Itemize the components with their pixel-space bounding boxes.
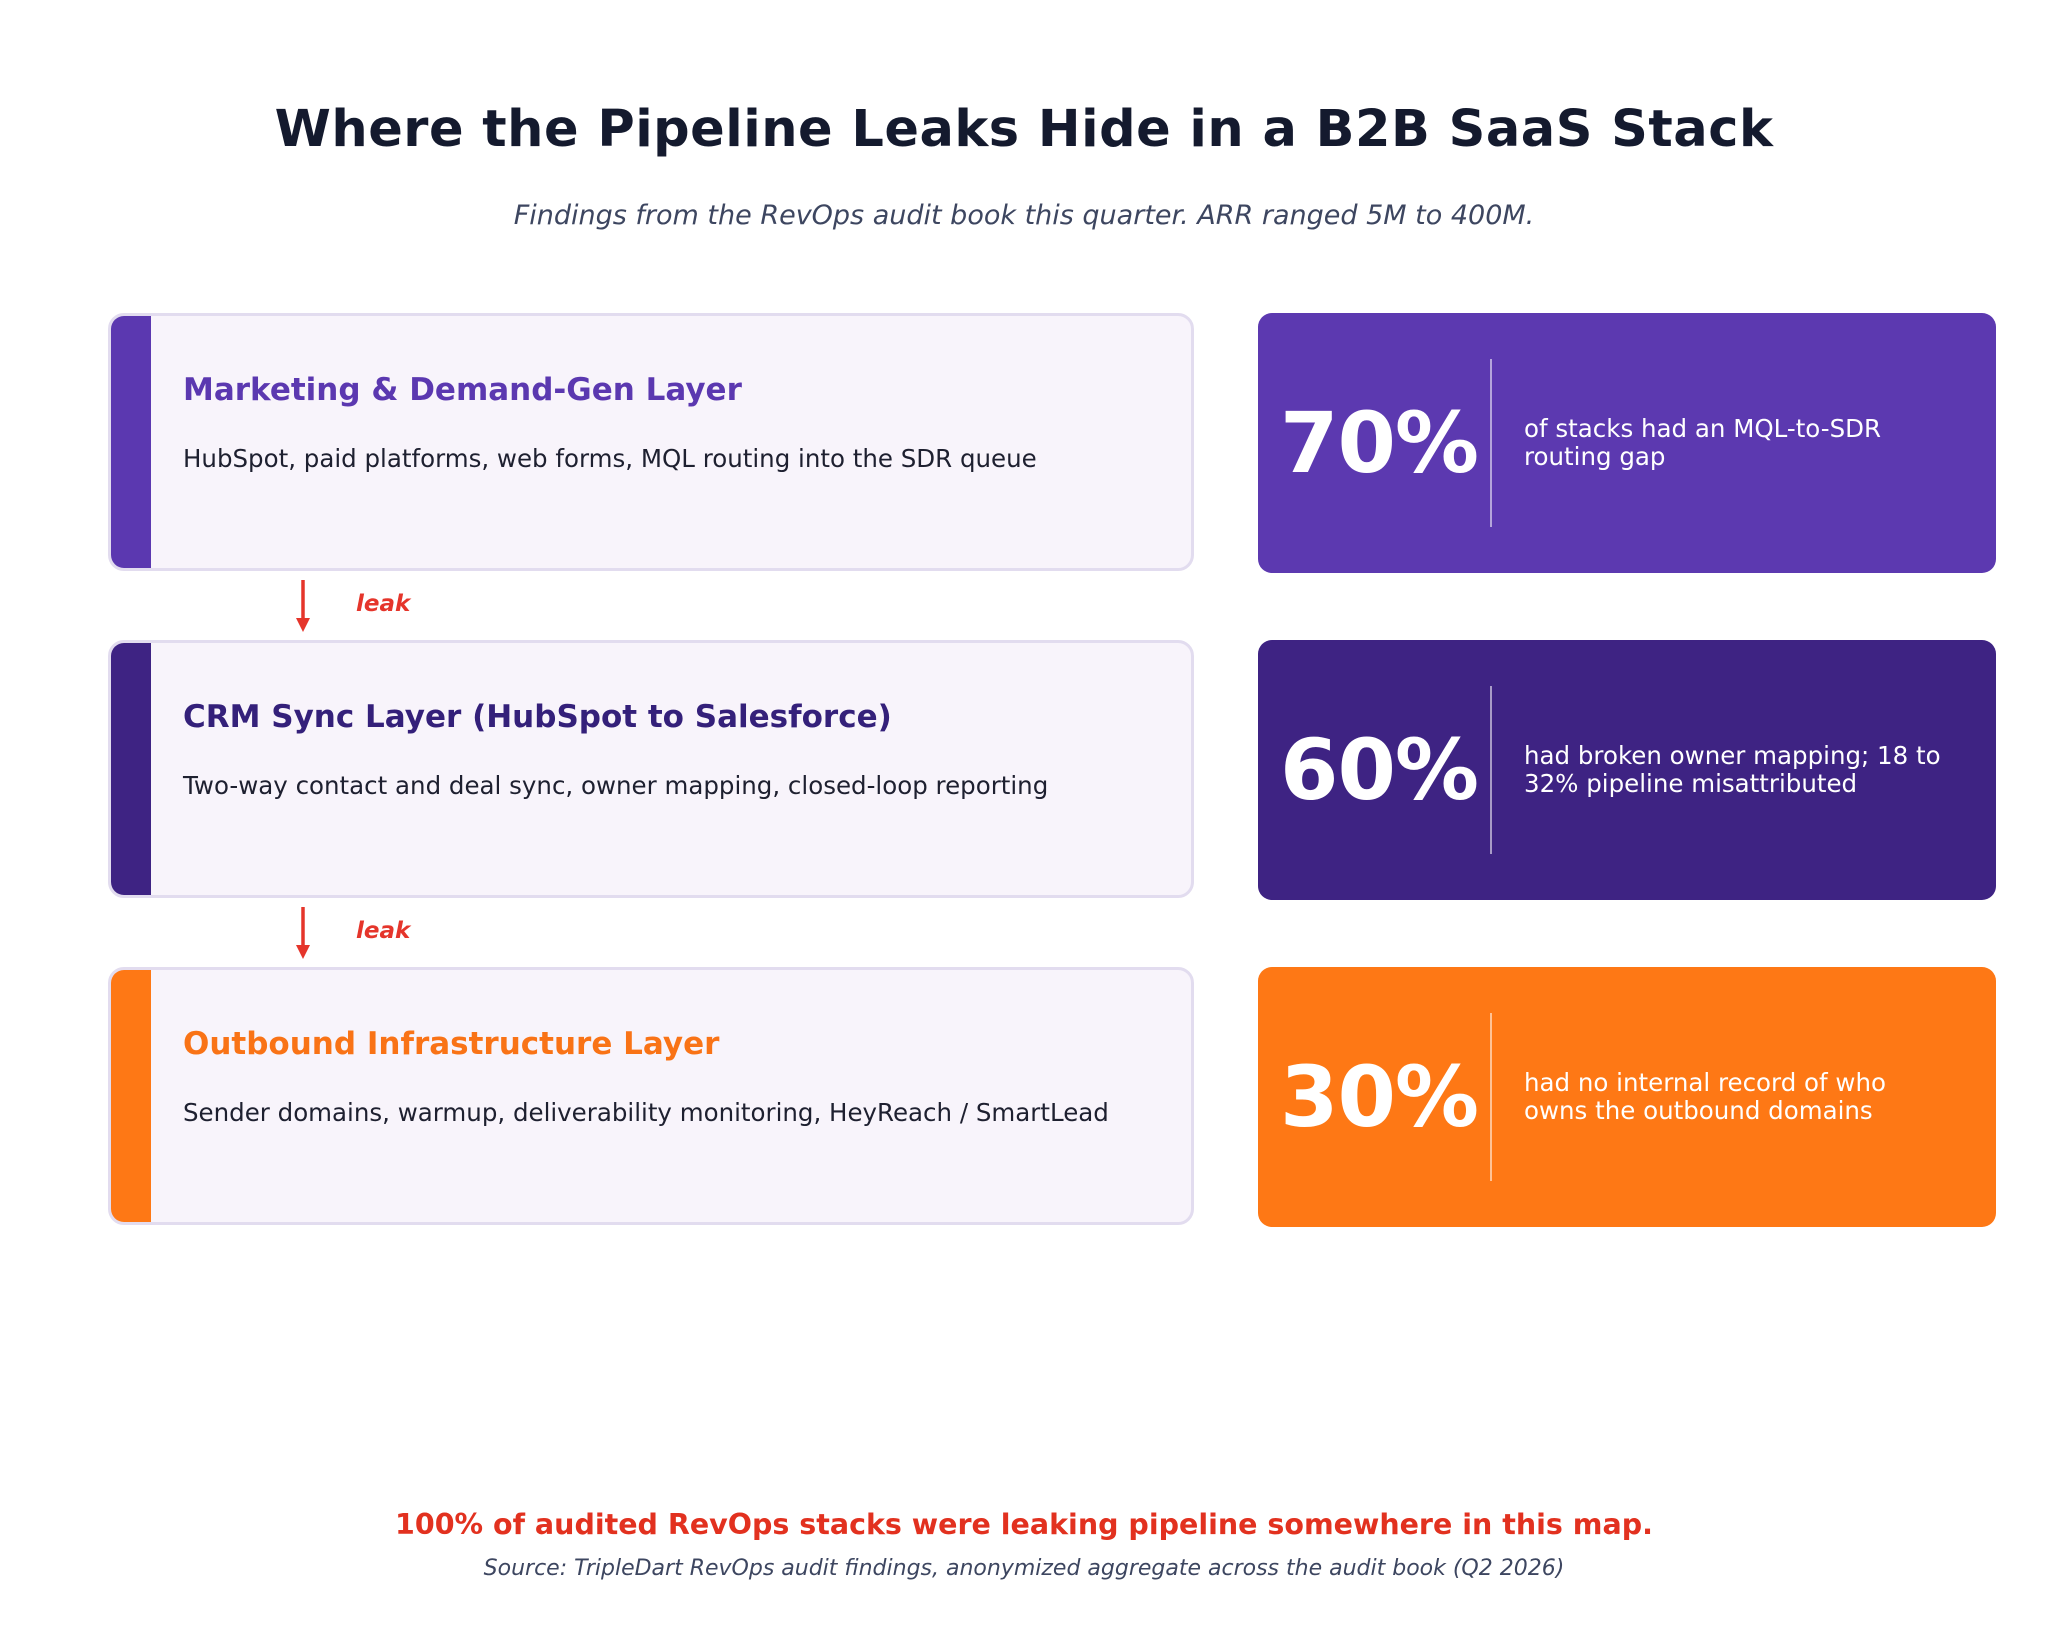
layer-description: Sender domains, warmup, deliverability m… xyxy=(183,1098,1109,1127)
stat-value: 60% xyxy=(1280,721,1479,819)
stat-value: 70% xyxy=(1280,394,1479,492)
stat-card-outbound: 30% had no internal record of who owns t… xyxy=(1258,967,1996,1227)
stat-card-marketing: 70% of stacks had an MQL-to-SDR routing … xyxy=(1258,313,1996,573)
stat-divider xyxy=(1490,1013,1492,1181)
leak-label: leak xyxy=(356,591,411,617)
leak-label: leak xyxy=(356,918,411,944)
layer-description: Two-way contact and deal sync, owner map… xyxy=(183,771,1049,800)
layer-description: HubSpot, paid platforms, web forms, MQL … xyxy=(183,444,1037,473)
page-subtitle: Findings from the RevOps audit book this… xyxy=(513,200,1535,231)
layer-title: Outbound Infrastructure Layer xyxy=(183,1026,720,1062)
stat-text: had broken owner mapping; 18 to 32% pipe… xyxy=(1524,741,1941,798)
stat-divider xyxy=(1490,686,1492,854)
layer-accent-bar xyxy=(111,970,151,1222)
leak-arrow-icon xyxy=(296,580,310,632)
stat-text: of stacks had an MQL-to-SDR routing gap xyxy=(1524,414,1882,471)
layer-card-marketing: Marketing & Demand-Gen Layer HubSpot, pa… xyxy=(108,313,1194,571)
layer-accent-bar xyxy=(111,316,151,568)
layer-card-outbound: Outbound Infrastructure Layer Sender dom… xyxy=(108,967,1194,1225)
layer-title: CRM Sync Layer (HubSpot to Salesforce) xyxy=(183,699,892,735)
layer-title: Marketing & Demand-Gen Layer xyxy=(183,372,742,408)
stat-value: 30% xyxy=(1280,1048,1479,1146)
leak-arrow-icon xyxy=(296,907,310,959)
stat-card-crm-sync: 60% had broken owner mapping; 18 to 32% … xyxy=(1258,640,1996,900)
stat-divider xyxy=(1490,359,1492,527)
page-title: Where the Pipeline Leaks Hide in a B2B S… xyxy=(274,100,1774,159)
layer-accent-bar xyxy=(111,643,151,895)
footer-callout: 100% of audited RevOps stacks were leaki… xyxy=(395,1508,1653,1541)
stat-text: had no internal record of who owns the o… xyxy=(1524,1068,1886,1125)
layer-card-crm-sync: CRM Sync Layer (HubSpot to Salesforce) T… xyxy=(108,640,1194,898)
source-note: Source: TripleDart RevOps audit findings… xyxy=(483,1556,1565,1581)
